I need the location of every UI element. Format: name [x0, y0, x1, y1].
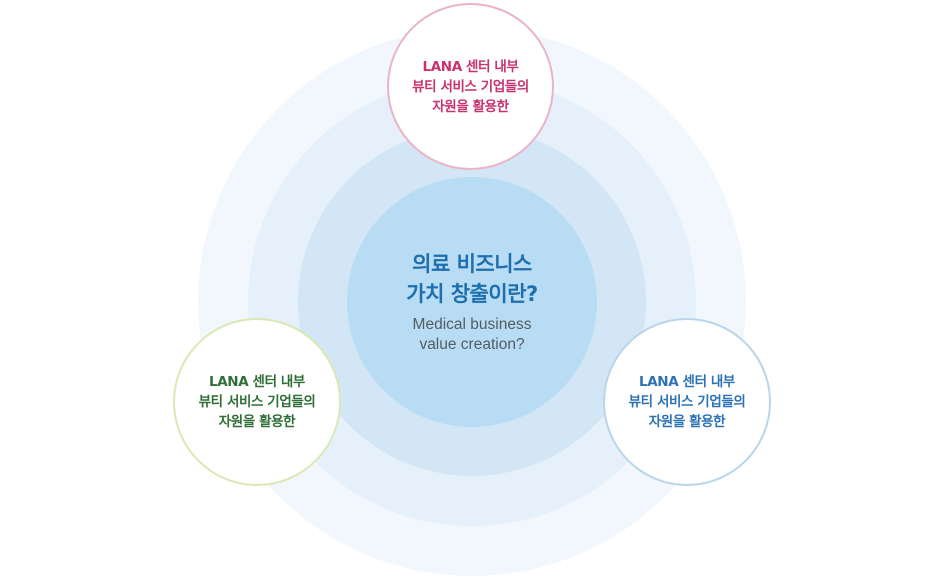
node-top-text: LANA 센터 내부 뷰티 서비스 기업들의 자원을 활용한: [412, 57, 529, 117]
center-subtitle-line-2: value creation?: [419, 336, 525, 353]
node-bottom-left-line-3: 자원을 활용한: [218, 414, 296, 430]
node-bottom-right-line-1: LANA 센터 내부: [639, 374, 735, 390]
node-bottom-left-text: LANA 센터 내부 뷰티 서비스 기업들의 자원을 활용한: [199, 372, 316, 432]
node-top-line-1: LANA 센터 내부: [422, 58, 519, 75]
node-top-line-2: 뷰티 서비스 기업들의: [412, 78, 529, 95]
node-bottom-right-text: LANA 센터 내부 뷰티 서비스 기업들의 자원을 활용한: [629, 372, 746, 432]
center-subtitle: Medical business value creation?: [413, 315, 532, 355]
node-bottom-right: LANA 센터 내부 뷰티 서비스 기업들의 자원을 활용한: [603, 318, 771, 486]
node-bottom-left-line-2: 뷰티 서비스 기업들의: [198, 394, 316, 410]
center-title: 의료 비즈니스 가치 창출이란?: [406, 249, 538, 309]
center-title-line-2: 가치 창출이란?: [406, 282, 538, 306]
node-top: LANA 센터 내부 뷰티 서비스 기업들의 자원을 활용한: [387, 3, 554, 170]
core-circle: [347, 177, 597, 427]
node-bottom-right-line-2: 뷰티 서비스 기업들의: [628, 394, 746, 410]
node-bottom-left: LANA 센터 내부 뷰티 서비스 기업들의 자원을 활용한: [173, 318, 341, 486]
node-top-line-3: 자원을 활용한: [432, 98, 509, 115]
center-title-line-1: 의료 비즈니스: [412, 252, 532, 276]
node-bottom-right-line-3: 자원을 활용한: [648, 414, 726, 430]
center-subtitle-line-1: Medical business: [412, 316, 532, 333]
node-bottom-left-line-1: LANA 센터 내부: [209, 374, 305, 390]
center-label: 의료 비즈니스 가치 창출이란? Medical business value …: [347, 177, 597, 427]
